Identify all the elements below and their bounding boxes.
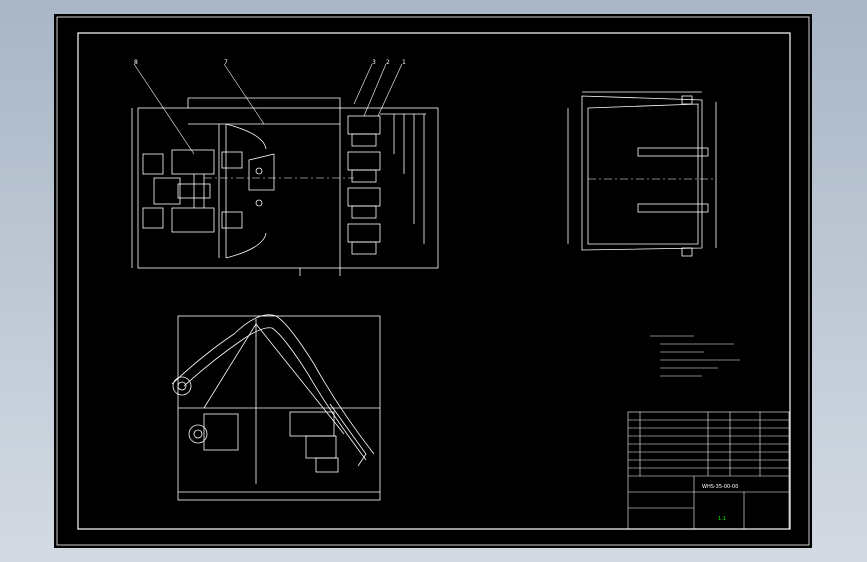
side-view bbox=[567, 91, 717, 257]
balloon-1: 1 bbox=[402, 59, 406, 66]
inner-frame bbox=[77, 32, 791, 530]
drawing-scale: 1:1 bbox=[718, 516, 726, 522]
balloons: 8 7 3 2 1 bbox=[134, 59, 406, 66]
cad-drawing: 8 7 3 2 1 bbox=[56, 16, 810, 546]
balloon-8: 8 bbox=[134, 59, 138, 66]
drawing-number: WHS-35-00-00 bbox=[702, 484, 738, 490]
leader-lines bbox=[133, 63, 403, 155]
balloon-7: 7 bbox=[224, 59, 228, 66]
front-view bbox=[171, 314, 381, 501]
balloon-2: 2 bbox=[386, 59, 390, 66]
outer-frame bbox=[56, 16, 810, 546]
title-block bbox=[627, 411, 790, 530]
technical-notes bbox=[650, 335, 740, 377]
drawing-sheet: 8 7 3 2 1 bbox=[54, 14, 812, 548]
balloon-3: 3 bbox=[372, 59, 376, 66]
top-view bbox=[131, 97, 439, 276]
